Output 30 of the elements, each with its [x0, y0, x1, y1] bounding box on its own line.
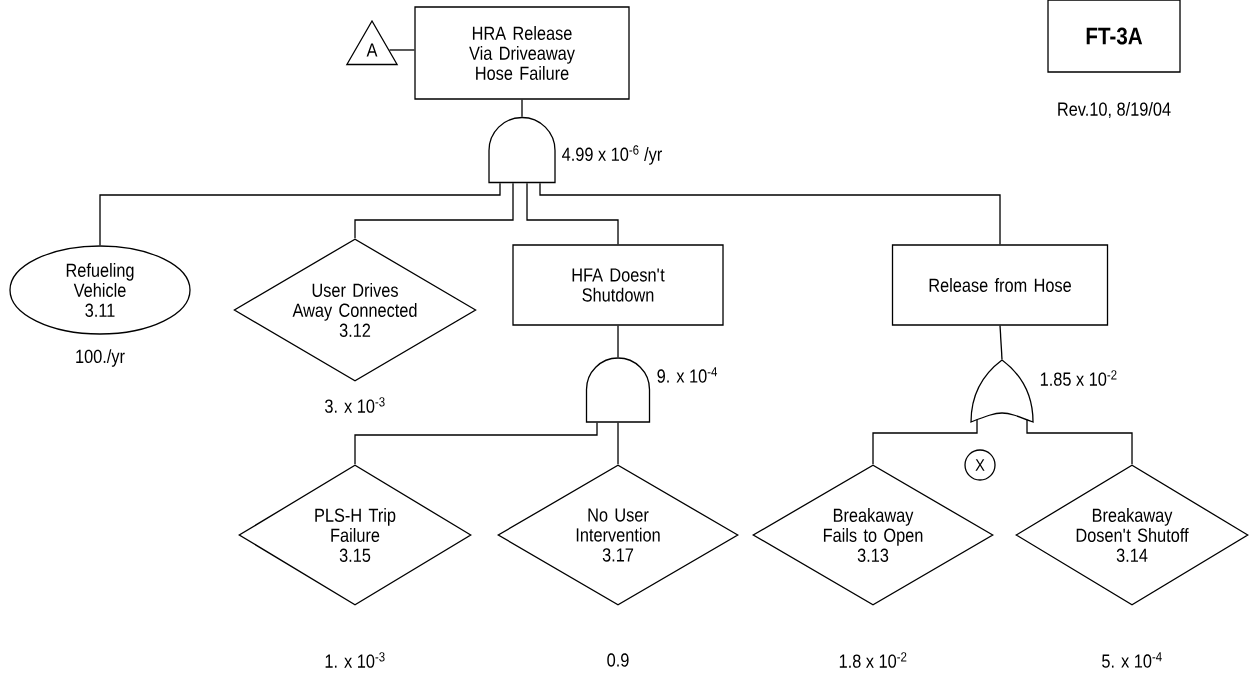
probability-label: 1. x 10$^{-3}$ — [325, 652, 385, 668]
connector-line — [354, 182, 514, 239]
probability-label: 0.9 — [607, 653, 629, 667]
circled-letter: X — [964, 449, 996, 481]
revision-note: Rev.10, 8/19/04 — [1058, 101, 1171, 119]
probability-label: 4.99 x 10$^{-6}$ /yr — [562, 145, 662, 165]
connector-line — [872, 419, 978, 465]
connector-line — [388, 49, 415, 51]
event-box: HFA Doesn't Shutdown — [512, 244, 724, 326]
connector-line — [521, 99, 523, 118]
connector-line — [1026, 419, 1133, 465]
connector-line — [539, 182, 1001, 245]
probability-label: 100./yr — [76, 349, 125, 367]
event-box: HRA Release Via Driveaway Hose Failure — [414, 6, 630, 100]
probability-label: 5. x 10$^{-4}$ — [1102, 652, 1162, 668]
sheet-id-box: FT-3A — [1047, 0, 1181, 73]
event-box: Release from Hose — [891, 244, 1109, 326]
connector-line — [99, 182, 501, 246]
connector-line — [354, 422, 598, 465]
probability-label: 1.85 x 10$^{-2}$ — [1040, 370, 1117, 386]
probability-label: 1.8 x 10$^{-2}$ — [839, 652, 907, 668]
connector-line — [999, 325, 1003, 360]
and-gate — [488, 116, 556, 184]
and-gate — [585, 357, 651, 423]
connector-line — [617, 325, 619, 358]
probability-label: 3. x 10$^{-3}$ — [325, 397, 385, 413]
connector-line — [526, 182, 619, 245]
connector-line — [617, 422, 619, 465]
probability-label: 9. x 10$^{-4}$ — [657, 367, 718, 383]
or-gate — [970, 359, 1034, 423]
